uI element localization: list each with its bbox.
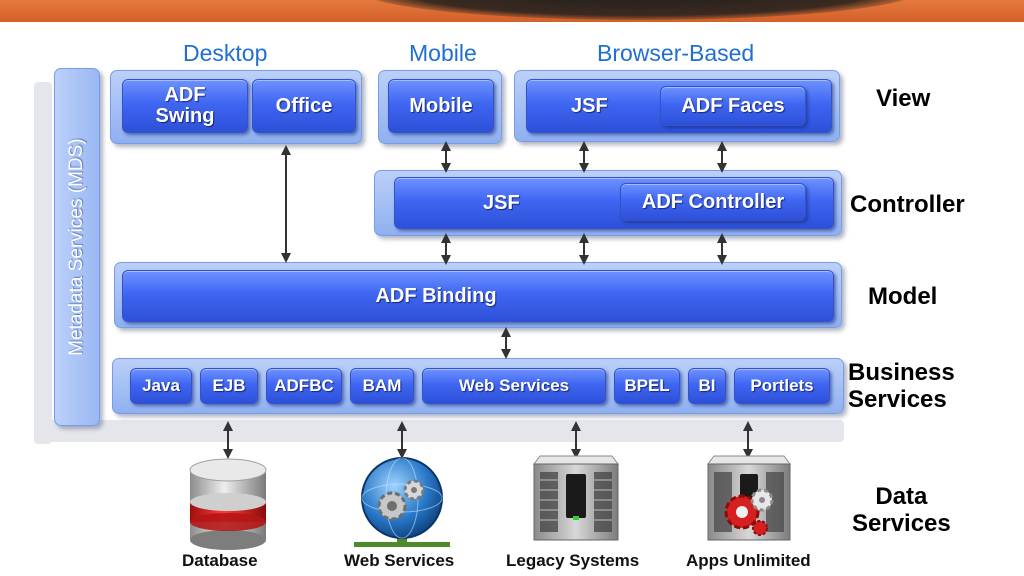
heading-browser-based: Browser-Based bbox=[597, 40, 755, 66]
web-services-box: Web Services bbox=[422, 368, 606, 404]
bam-box: BAM bbox=[350, 368, 414, 404]
business-label-line1: Business bbox=[848, 359, 955, 386]
data-label-legacy-systems: Legacy Systems bbox=[506, 551, 640, 570]
adf-controller-box: ADF Controller bbox=[620, 183, 806, 221]
data-label-apps-unlimited: Apps Unlimited bbox=[686, 551, 811, 570]
database-icon bbox=[189, 458, 267, 550]
ejb-box: EJB bbox=[200, 368, 258, 404]
heading-desktop: Desktop bbox=[183, 40, 268, 66]
adf-faces-box: ADF Faces bbox=[660, 86, 806, 126]
mobile-box: Mobile bbox=[388, 79, 494, 133]
adf-binding-box: ADF Binding bbox=[122, 270, 834, 322]
bi-box: BI bbox=[688, 368, 726, 404]
data-label-web-services: Web Services bbox=[344, 551, 455, 570]
legacy-server-icon bbox=[533, 455, 619, 541]
heading-mobile: Mobile bbox=[409, 40, 477, 66]
data-label-line2: Services bbox=[852, 509, 951, 537]
layer-label-controller: Controller bbox=[850, 191, 965, 218]
layer-label-business-services: Business Services bbox=[848, 359, 955, 414]
layer-label-data-services: Data Services bbox=[852, 483, 951, 538]
top-decorative-band bbox=[0, 0, 1024, 22]
diagram-backdrop bbox=[34, 82, 52, 444]
adf-swing-box: ADF Swing bbox=[122, 79, 248, 133]
apps-unlimited-server-icon bbox=[707, 455, 791, 541]
portlets-box: Portlets bbox=[734, 368, 830, 404]
data-label-database: Database bbox=[182, 551, 258, 570]
adfbc-box: ADFBC bbox=[266, 368, 342, 404]
web-services-globe-icon bbox=[354, 457, 450, 547]
data-label-line1: Data bbox=[875, 483, 928, 510]
diagram-backdrop-bottom bbox=[34, 420, 844, 442]
layer-label-model: Model bbox=[868, 283, 938, 310]
java-box: Java bbox=[130, 368, 192, 404]
office-box: Office bbox=[252, 79, 356, 133]
metadata-services-bar bbox=[54, 68, 100, 426]
layer-label-view: View bbox=[876, 85, 931, 112]
bpel-box: BPEL bbox=[614, 368, 680, 404]
business-label-line2: Services bbox=[848, 385, 947, 413]
